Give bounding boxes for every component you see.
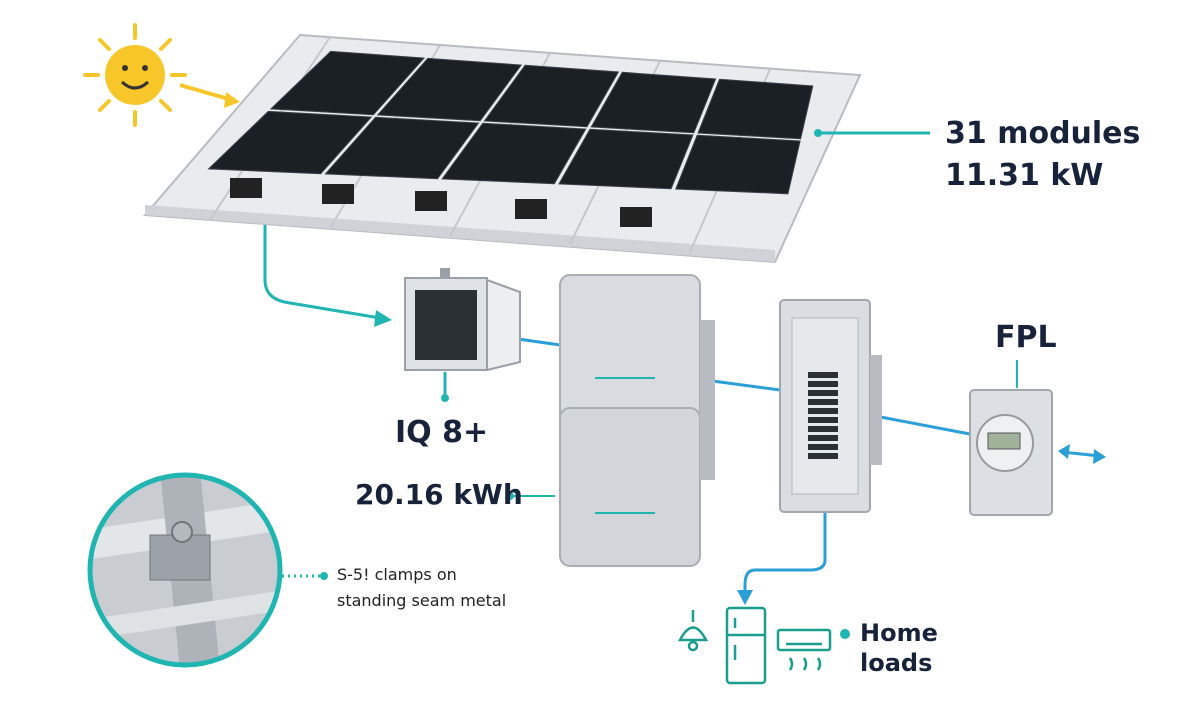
home-loads-label: Home loads <box>860 618 938 678</box>
combiner-box <box>404 268 521 372</box>
breaker <box>808 417 838 423</box>
home-loads-line1: Home <box>860 619 938 647</box>
air-conditioner-icon <box>776 628 832 671</box>
lamp-icon <box>677 610 709 652</box>
breaker <box>808 435 838 441</box>
breaker <box>808 390 838 396</box>
solar-module <box>441 122 587 185</box>
solar-module <box>675 134 801 195</box>
solar-module <box>697 78 814 140</box>
breaker <box>808 453 838 459</box>
utility-meter <box>969 389 1053 516</box>
microinverter-label: IQ 8+ <box>395 415 489 450</box>
breaker <box>808 372 838 378</box>
breaker <box>808 381 838 387</box>
clamps-caption: S-5! clamps on standing seam metal <box>337 562 506 614</box>
solar-module <box>269 50 426 116</box>
clamp-detail-inset <box>87 472 283 668</box>
utility-label: FPL <box>995 320 1057 355</box>
electrical-panel <box>779 299 882 513</box>
breaker <box>808 408 838 414</box>
system-power-label: 11.31 kW <box>945 158 1104 193</box>
solar-module <box>207 110 373 175</box>
solar-module <box>558 128 694 190</box>
breaker <box>808 444 838 450</box>
solar-module <box>483 64 620 128</box>
clamps-caption-line1: S-5! clamps on <box>337 565 457 584</box>
modules-count-label: 31 modules <box>945 116 1141 151</box>
solar-panel-array <box>207 50 814 195</box>
sun-icon <box>83 23 240 127</box>
breaker <box>808 399 838 405</box>
microinverters <box>230 178 652 227</box>
battery-capacity-label: 20.16 kWh <box>355 478 523 511</box>
breaker <box>808 426 838 432</box>
home-loads-line2: loads <box>860 649 933 677</box>
solar-module <box>590 71 717 134</box>
battery-stack <box>559 274 715 567</box>
roof-to-combiner-line <box>263 225 381 320</box>
fridge-icon <box>725 606 767 685</box>
solar-module <box>376 57 523 122</box>
home-loads-icons <box>677 606 832 685</box>
solar-module <box>324 116 480 180</box>
clamps-caption-line2: standing seam metal <box>337 591 507 610</box>
